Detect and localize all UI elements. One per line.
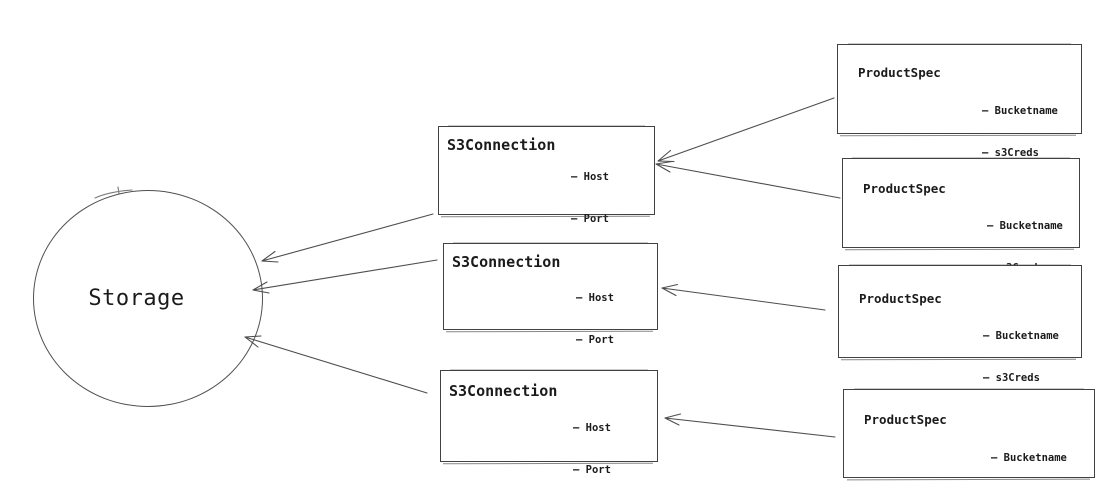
- product-spec-2-title: ProductSpec: [863, 181, 946, 196]
- arrow-s3-connection-3-to-storage: [244, 335, 428, 394]
- product-spec-4-node: ProductSpec – Bucketname – s3Creds: [843, 387, 1095, 478]
- attribute-item: – Bucketname: [991, 452, 1067, 464]
- product-spec-4-attributes: – Bucketname – s3Creds: [991, 423, 1067, 493]
- s3-connection-2-title: S3Connection: [452, 253, 561, 271]
- product-spec-1-node: ProductSpec – Bucketname – s3Creds: [837, 42, 1082, 159]
- arrow-product-spec-3-to-s3-connection-2: [661, 283, 826, 311]
- arrow-s3-connection-1-to-storage: [261, 213, 434, 263]
- attribute-item: – Port: [576, 334, 614, 346]
- s3-connection-3-title: S3Connection: [449, 382, 558, 400]
- attribute-item: – Bucketname: [987, 220, 1063, 232]
- attribute-item: – Host: [576, 292, 614, 304]
- storage-label: Storage: [88, 286, 185, 311]
- arrow-product-spec-1-to-s3-connection-1: [657, 97, 835, 163]
- attribute-item: – Bucketname: [983, 330, 1059, 342]
- attribute-item: – Port: [573, 464, 611, 476]
- product-spec-2-node: ProductSpec – Bucketname – s3Creds: [842, 156, 1080, 274]
- s3-connection-3-attributes: – Host – Port – TLS: [573, 393, 611, 493]
- product-spec-3-title: ProductSpec: [859, 291, 942, 306]
- storage-node: Storage: [33, 190, 263, 407]
- arrow-s3-connection-2-to-storage: [252, 259, 438, 294]
- arrow-product-spec-4-to-s3-connection-3: [664, 413, 836, 438]
- product-spec-3-node: ProductSpec – Bucketname – s3Creds: [838, 263, 1082, 384]
- product-spec-3-attributes: – Bucketname – s3Creds: [983, 301, 1059, 413]
- product-spec-1-title: ProductSpec: [858, 65, 941, 80]
- attribute-item: – s3Creds: [983, 372, 1040, 384]
- s3-connection-3-node: S3Connection – Host – Port – TLS: [440, 368, 658, 476]
- attribute-item: – Bucketname: [982, 105, 1058, 117]
- arrow-product-spec-2-to-s3-connection-1: [655, 160, 841, 199]
- product-spec-4-title: ProductSpec: [864, 412, 947, 427]
- s3-connection-1-node: S3Connection – Host – Port – TLS: [438, 124, 655, 267]
- attribute-item: – Host: [571, 171, 609, 183]
- s3-connection-1-title: S3Connection: [447, 136, 556, 154]
- attribute-item: – Host: [573, 422, 611, 434]
- s3-connection-2-node: S3Connection – Host – Port – TLS: [443, 241, 658, 388]
- attribute-item: – Port: [571, 213, 609, 225]
